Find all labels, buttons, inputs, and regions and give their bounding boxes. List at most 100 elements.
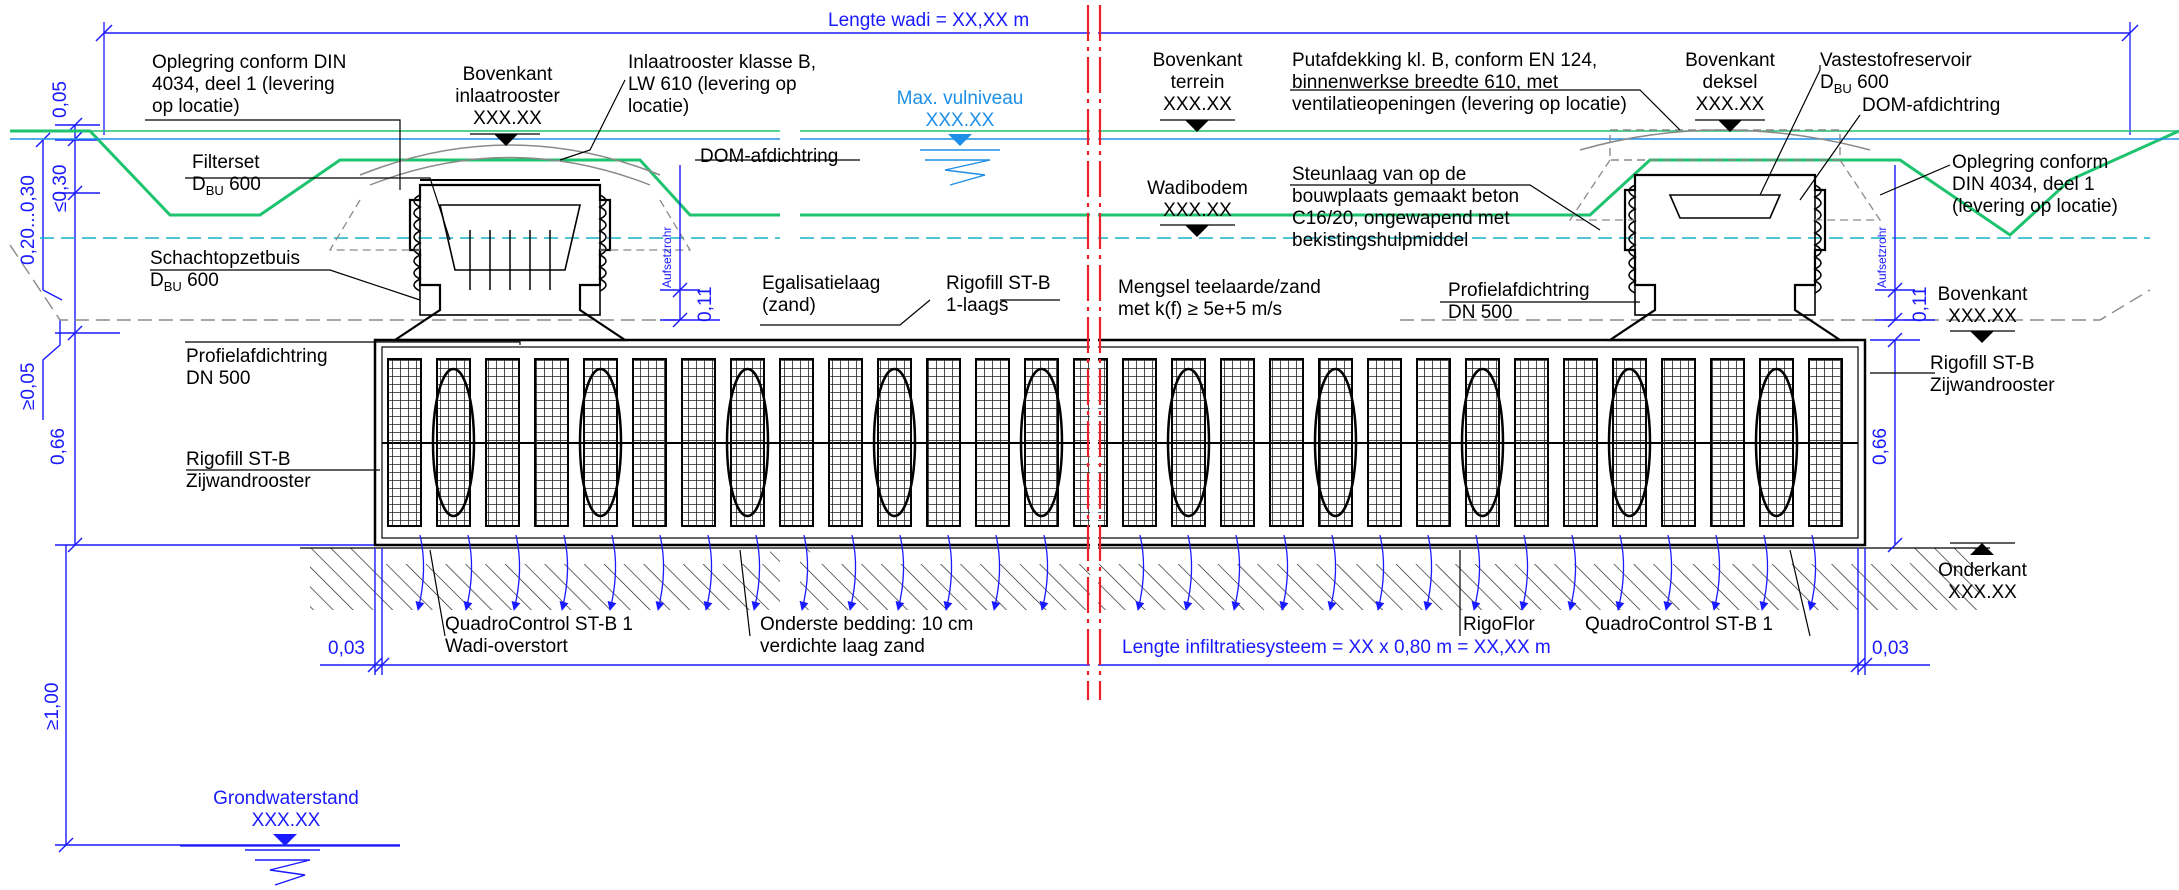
dim-011-right: 0,11 [1910, 286, 1931, 322]
right-shaft [1568, 129, 1882, 342]
dimension-lengte-wadi [95, 22, 2139, 135]
break-lines [1086, 0, 1102, 700]
label-vastestofreservoir: Vastestofreservoir DBU 600 [1820, 50, 1972, 96]
dim-lengte-wadi: Lengte wadi = XX,XX m [828, 10, 1030, 31]
label-wadibodem: Wadibodem XXX.XX [1147, 178, 1248, 221]
label-quadrocontrol-left: QuadroControl ST-B 1 Wadi-overstort [445, 614, 633, 657]
marker-grondwater [273, 834, 297, 846]
marker-bovenkant-inlaat [494, 134, 518, 146]
rigofill-cell [975, 358, 1010, 527]
rigofill-cell [1661, 358, 1696, 527]
label-rigoflor: RigoFlor [1463, 614, 1535, 635]
marker-max-vulniveau [948, 134, 972, 146]
rigofill-cell [436, 358, 471, 527]
label-rigofill-zijwand-right: Rigofill ST-B Zijwandrooster [1930, 353, 2055, 396]
rigofill-cell-ring [1166, 367, 1211, 518]
infiltration-arrow [1615, 534, 1625, 611]
left-shaft [328, 144, 692, 342]
infiltration-arrow [415, 534, 425, 611]
infiltration-arrow [1231, 534, 1241, 611]
rigofill-cell [485, 358, 520, 527]
label-bovenkant-terrein: Bovenkant terrein XXX.XX [1152, 50, 1243, 115]
rigofill-cell [926, 358, 961, 527]
infiltration-arrow [655, 534, 665, 611]
infiltration-arrow [1567, 534, 1577, 611]
infiltration-arrow [1327, 534, 1337, 611]
rigofill-cell-ring [872, 367, 917, 518]
rigofill-cell [828, 358, 863, 527]
label-dom-left: DOM-afdichtring [700, 146, 839, 167]
dim-ge005: ≥0,05 [18, 362, 39, 410]
marker-bovenkant-right [1970, 331, 1994, 343]
label-quadrocontrol-right: QuadroControl ST-B 1 [1585, 614, 1773, 635]
rigofill-cell [1465, 358, 1500, 527]
label-inlaatrooster: Inlaatrooster klasse B, LW 610 (levering… [628, 52, 816, 117]
infiltration-arrow [1471, 534, 1481, 611]
infiltration-arrow [1375, 534, 1385, 611]
infiltration-arrow [1039, 534, 1049, 611]
rigofill-cell [1563, 358, 1598, 527]
label-rigofill-1laags: Rigofill ST-B 1-laags [946, 273, 1051, 316]
marker-wadibodem [1185, 225, 1209, 237]
infiltration-arrow [1423, 534, 1433, 611]
infiltration-arrow [511, 534, 521, 611]
label-onderste-bedding: Onderste bedding: 10 cm verdichte laag z… [760, 614, 974, 657]
rigofill-cell [1171, 358, 1206, 527]
rigofill-cell-ring [1313, 367, 1358, 518]
rigofill-cell [877, 358, 912, 527]
dim-011-left: 0,11 [695, 286, 716, 322]
marker-bovenkant-terrein [1185, 120, 1209, 132]
infiltration-arrow [1135, 534, 1145, 611]
level-markers [180, 119, 2015, 886]
infiltration-arrow [799, 534, 809, 611]
dim-aufsetzrohr-right: Aufsetzrohr [1875, 226, 1889, 288]
marker-onderkant [1970, 543, 1994, 555]
infiltration-arrow [607, 534, 617, 611]
rigofill-cell [583, 358, 618, 527]
infiltration-arrow [1711, 534, 1721, 611]
infiltration-arrow [895, 534, 905, 611]
rigofill-cell [534, 358, 569, 527]
rigofill-cell-ring [578, 367, 623, 518]
infiltration-arrow [991, 534, 1001, 611]
label-max-vulniveau: Max. vulniveau XXX.XX [896, 88, 1024, 131]
infiltration-arrows [415, 534, 1817, 611]
dim-020-030: 0,20...0,30 [18, 175, 39, 265]
label-steunlaag: Steunlaag van op de bouwplaats gemaakt b… [1292, 164, 1520, 251]
infiltration-arrow [751, 534, 761, 611]
label-bovenkant-right: Bovenkant XXX.XX [1937, 284, 2028, 327]
label-dom-right: DOM-afdichtring [1862, 95, 2001, 116]
label-bovenkant-deksel: Bovenkant deksel XXX.XX [1685, 50, 1775, 115]
rigofill-cell [1122, 358, 1157, 527]
marker-bovenkant-deksel [1718, 120, 1742, 132]
rigofill-cell [632, 358, 667, 527]
rigofill-cell [1416, 358, 1451, 527]
rigofill-cell [387, 358, 422, 527]
rigofill-cell-ring [1460, 367, 1505, 518]
infiltration-arrow [847, 534, 857, 611]
infiltration-arrow [1807, 534, 1817, 611]
infiltration-arrow [703, 534, 713, 611]
label-grondwaterstand: Grondwaterstand XXX.XX [213, 788, 359, 831]
rigofill-cells [387, 358, 1843, 527]
label-bovenkant-inlaatrooster: Bovenkant inlaatrooster XXX.XX [455, 64, 560, 129]
dim-003-left: 0,03 [328, 638, 365, 659]
rigofill-cell [1710, 358, 1745, 527]
rigofill-cell [1318, 358, 1353, 527]
infiltration-arrow [463, 534, 473, 611]
label-oplegring-left: Oplegring conform DIN 4034, deel 1 (leve… [152, 52, 347, 117]
dim-ge100: ≥1,00 [42, 682, 63, 730]
dim-003-right: 0,03 [1872, 638, 1909, 659]
dim-aufsetzrohr-left: Aufsetzrohr [660, 226, 674, 288]
label-profielafdichtring-left: Profielafdichtring DN 500 [186, 346, 328, 389]
dim-066-right: 0,66 [1870, 428, 1891, 465]
rigofill-cell [1808, 358, 1843, 527]
label-egalisatielaag: Egalisatielaag (zand) [762, 273, 881, 316]
infiltration-arrow [1759, 534, 1769, 611]
infiltration-arrow [1183, 534, 1193, 611]
rigofill-cell-ring [1754, 367, 1799, 518]
soil-hatch [300, 547, 1990, 610]
label-oplegring-right: Oplegring conform DIN 4034, deel 1 (leve… [1952, 152, 2118, 217]
inner-dimensions [320, 165, 1935, 675]
